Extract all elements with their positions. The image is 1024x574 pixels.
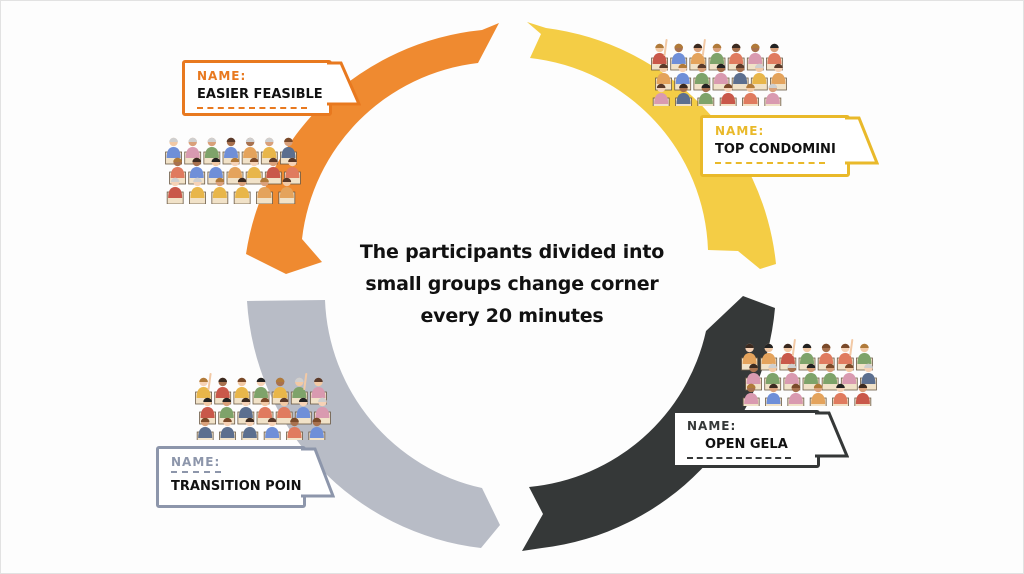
underline-dash <box>687 457 791 459</box>
audience-person <box>278 177 296 204</box>
audience-person <box>165 137 182 165</box>
group-name: EASIER FEASIBLE <box>197 87 323 102</box>
name-label: NAME: <box>171 455 221 469</box>
audience-person <box>802 363 820 391</box>
audience-person <box>245 157 263 185</box>
group-name: TRANSITION POINT <box>171 479 311 494</box>
audience-person <box>199 397 216 425</box>
audience-person <box>286 417 303 440</box>
audience-person <box>264 157 282 185</box>
audience-person <box>840 363 858 391</box>
audience-person <box>275 397 293 425</box>
audience-person <box>196 417 214 440</box>
caption-line-3: every 20 minutes <box>420 305 604 327</box>
audience-person <box>214 377 232 405</box>
audience-person <box>189 177 206 204</box>
audience-person <box>832 383 849 406</box>
audience-person <box>787 383 805 406</box>
audience-person <box>195 373 212 405</box>
name-label: NAME: <box>197 69 247 83</box>
audience-illustration <box>195 373 331 440</box>
audience-person <box>697 83 715 106</box>
audience-person <box>203 137 221 165</box>
caption-line-2: small groups change corner <box>365 273 659 295</box>
audience-person <box>652 83 670 106</box>
audience-person <box>821 363 839 391</box>
audience-person <box>233 177 251 204</box>
audience-person <box>675 83 692 106</box>
underline-dash <box>171 471 221 473</box>
tag-fold <box>845 116 879 165</box>
arc-easier-feasible <box>246 23 499 274</box>
name-tag-top-condomini: NAME: TOP CONDOMINI <box>700 115 879 177</box>
audience-person <box>750 63 768 91</box>
audience-person <box>742 83 759 106</box>
audience-person <box>233 377 251 405</box>
audience-person <box>280 137 297 165</box>
audience-person <box>294 397 312 425</box>
audience-person <box>166 177 184 204</box>
audience-person <box>314 397 331 425</box>
name-tag-transition-point: NAME: TRANSITION POINT <box>156 446 335 508</box>
tag-fold <box>327 61 361 106</box>
audience-person <box>219 417 236 440</box>
audience-person <box>764 83 782 106</box>
name-label: NAME: <box>687 419 737 433</box>
audience-person <box>651 39 668 71</box>
underline-dash <box>715 162 825 164</box>
tag-fold <box>815 411 849 458</box>
arc-top-condomini <box>527 22 776 269</box>
audience-person <box>731 63 749 91</box>
audience-illustration <box>741 339 877 406</box>
audience-person <box>308 417 326 440</box>
audience-person <box>854 383 872 406</box>
name-tag-open-gela: NAME: OPEN GELA <box>672 410 849 468</box>
audience-person <box>809 383 827 406</box>
audience-person <box>670 43 688 71</box>
audience-person <box>263 417 281 440</box>
arc-transition-point <box>247 300 500 548</box>
audience-person <box>211 177 229 204</box>
audience-person <box>779 339 797 371</box>
name-label: NAME: <box>715 124 765 138</box>
audience-person <box>241 417 259 440</box>
audience-person <box>256 177 273 204</box>
tag-fold <box>301 447 335 498</box>
audience-person <box>766 43 783 71</box>
audience-person <box>256 397 274 425</box>
underline-dash <box>197 107 307 109</box>
center-caption: The participants divided into small grou… <box>332 236 692 332</box>
arc-open-gela <box>522 296 775 551</box>
audience-illustration <box>651 39 787 106</box>
audience-person <box>742 383 760 406</box>
audience-person <box>708 43 726 71</box>
audience-illustration <box>165 137 301 204</box>
audience-person <box>719 83 737 106</box>
group-name: OPEN GELA <box>705 437 788 452</box>
name-tag-easier-feasible: NAME: EASIER FEASIBLE <box>182 60 361 116</box>
audience-person <box>765 383 782 406</box>
group-name: TOP CONDOMINI <box>715 142 836 157</box>
caption-line-1: The participants divided into <box>359 241 665 263</box>
